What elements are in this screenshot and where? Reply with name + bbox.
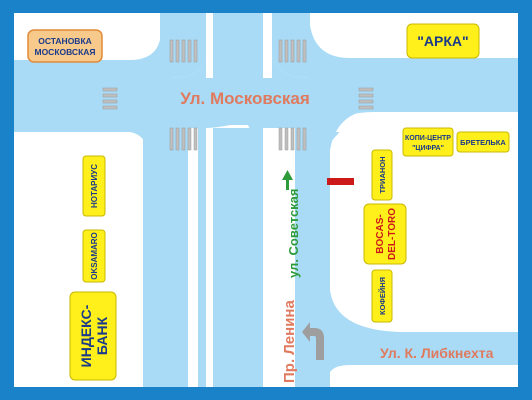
- oksamaro-label: OKSAMARO: [90, 232, 99, 280]
- crosswalk-bottom-right: [278, 127, 307, 151]
- place-trianon: ТРИАНОН: [371, 149, 393, 201]
- block-bottom-right: [330, 365, 518, 387]
- road-top-right: [272, 13, 518, 78]
- place-bus-stop: ОСТАНОВКА МОСКОВСКАЯ: [27, 29, 103, 63]
- place-oksamaro: OKSAMARO: [82, 229, 106, 283]
- place-notarius: НОТАРИУС: [82, 155, 106, 217]
- median-divider-south-right: [263, 128, 272, 387]
- road-left-lane: [143, 138, 188, 387]
- crosswalk-bottom-left: [169, 127, 198, 151]
- place-kofeynya: КОФЕЙНЯ: [371, 269, 393, 323]
- index-bank-line-2: БАНК: [94, 316, 110, 355]
- index-bank-line-1: ИНДЕКС-: [78, 304, 94, 367]
- bretelka-label: БРЕТЕЛЬКА: [460, 138, 506, 147]
- copy-center-line-2: "ЦИФРА": [412, 145, 444, 152]
- crosswalk-top-right: [278, 39, 307, 63]
- kofeynya-label: КОФЕЙНЯ: [378, 277, 387, 315]
- crosswalk-west: [102, 87, 118, 110]
- bus-stop-line-1: ОСТАНОВКА: [38, 36, 92, 46]
- road-left-corner: [130, 128, 188, 150]
- u-turn-arrow-icon: [302, 322, 324, 360]
- street-sovetskaya-label: ул. Советская: [286, 189, 301, 279]
- road-right-lane: [295, 128, 330, 387]
- bocas-line-1: BOCAS-: [375, 214, 386, 253]
- road-right-corner: [295, 112, 360, 150]
- bocas-line-2: DEL-TORO: [387, 208, 398, 260]
- median-divider-south: [206, 128, 213, 387]
- bus-stop-line-2: МОСКОВСКАЯ: [34, 47, 95, 57]
- place-index-bank: ИНДЕКС- БАНК: [69, 291, 117, 381]
- road-libknekhta-lane: [320, 290, 518, 360]
- median-divider-top: [206, 13, 213, 78]
- stop-marker-icon: [327, 178, 354, 185]
- road-median-top: [213, 13, 263, 78]
- street-moskovskaya-label: Ул. Московская: [180, 89, 310, 108]
- arka-label: "АРКА": [417, 33, 468, 49]
- median-divider-top-right: [263, 13, 272, 78]
- place-bretelka: БРЕТЕЛЬКА: [456, 131, 510, 153]
- up-arrow-icon: [282, 170, 293, 190]
- road-median-south: [213, 128, 263, 387]
- crosswalk-top-left: [169, 39, 198, 63]
- block-center: [188, 128, 198, 387]
- street-libknekhta-label: Ул. К. Либкнехта: [380, 345, 494, 361]
- place-arka: "АРКА": [406, 23, 480, 59]
- crosswalk-east: [358, 87, 374, 110]
- place-copy-center: КОПИ-ЦЕНТР "ЦИФРА": [402, 127, 454, 157]
- notarius-label: НОТАРИУС: [90, 164, 99, 208]
- trianon-label: ТРИАНОН: [378, 156, 387, 193]
- street-lenina-label: Пр. Ленина: [281, 300, 298, 383]
- copy-center-line-1: КОПИ-ЦЕНТР: [405, 135, 451, 142]
- place-bocas-del-toro: BOCAS- DEL-TORO: [363, 203, 407, 265]
